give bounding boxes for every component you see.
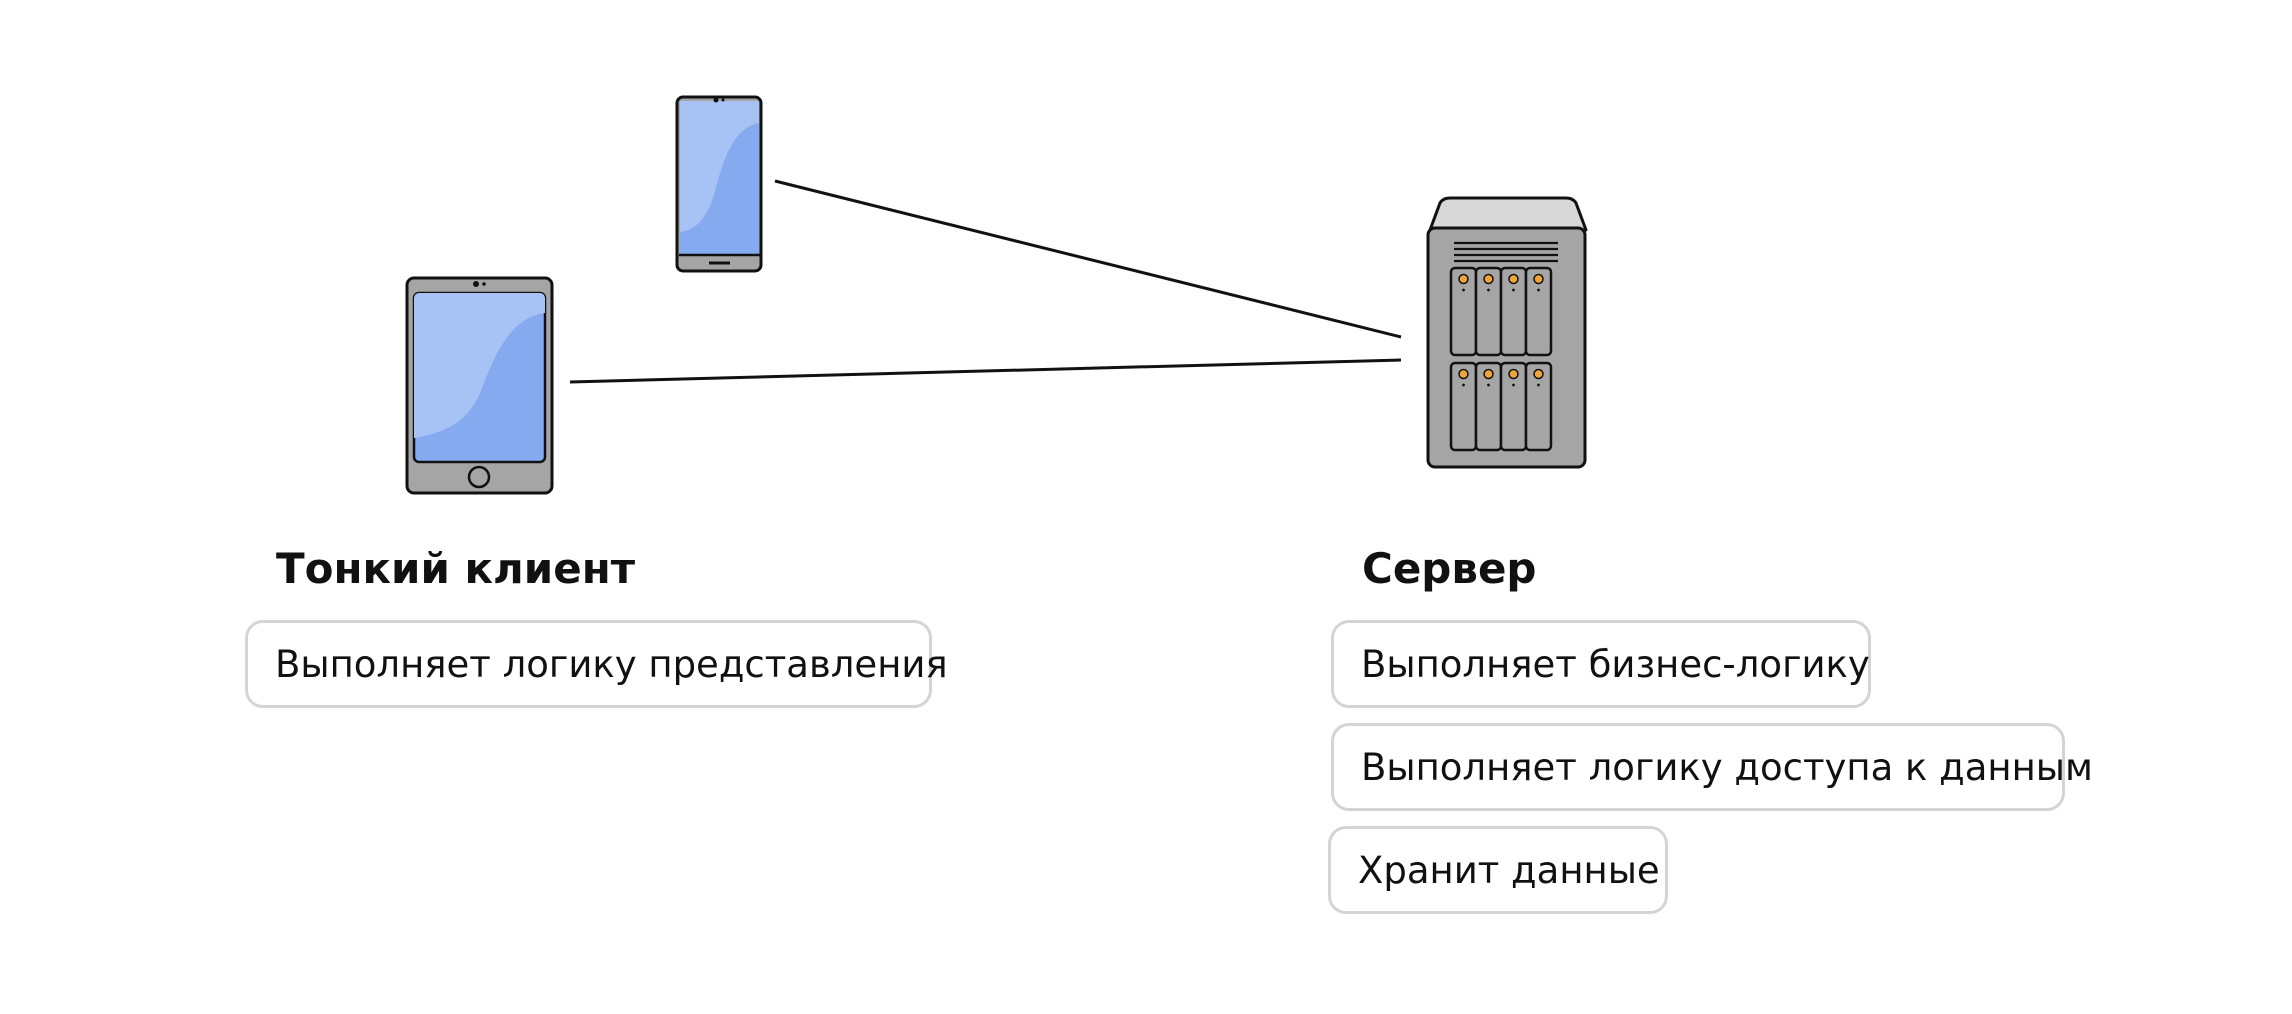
drive-led xyxy=(1483,273,1494,285)
server-title: Сервер xyxy=(1362,544,1537,593)
drive-bay xyxy=(1524,266,1553,357)
server-responsibility-data-storage: Хранит данные xyxy=(1328,826,1668,914)
drive-indicator-dot xyxy=(1512,288,1515,292)
client-title: Тонкий клиент xyxy=(276,544,636,593)
drive-led xyxy=(1458,273,1469,285)
phone-server-connection xyxy=(774,179,1402,339)
tablet-icon xyxy=(405,276,554,495)
client-responsibility-presentation: Выполняет логику представления xyxy=(245,620,948,708)
smartphone-icon xyxy=(675,95,763,273)
drive-led xyxy=(1483,368,1494,380)
server-responsibility-business-logic: Выполняет бизнес-логику xyxy=(1331,620,1871,708)
tablet-server-connection xyxy=(569,358,1402,384)
drive-indicator-dot xyxy=(1462,383,1465,387)
server-responsibility-label: Выполняет бизнес-логику xyxy=(1361,642,1870,686)
drive-led xyxy=(1458,368,1469,380)
drive-indicator-dot xyxy=(1537,288,1540,292)
server-responsibility-label: Хранит данные xyxy=(1358,848,1660,892)
drive-indicator-dot xyxy=(1487,383,1490,387)
drive-led xyxy=(1533,368,1544,380)
drive-indicator-dot xyxy=(1512,383,1515,387)
server-responsibility-label: Выполняет логику доступа к данным xyxy=(1361,745,2093,789)
drive-bay xyxy=(1524,361,1553,452)
drive-led xyxy=(1533,273,1544,285)
drive-indicator-dot xyxy=(1537,383,1540,387)
drive-led xyxy=(1508,368,1519,380)
drive-led xyxy=(1508,273,1519,285)
drive-indicator-dot xyxy=(1487,288,1490,292)
server-icon xyxy=(1426,196,1588,469)
client-responsibility-label: Выполняет логику представления xyxy=(275,642,948,686)
drive-indicator-dot xyxy=(1462,288,1465,292)
server-responsibility-data-access: Выполняет логику доступа к данным xyxy=(1331,723,2093,811)
